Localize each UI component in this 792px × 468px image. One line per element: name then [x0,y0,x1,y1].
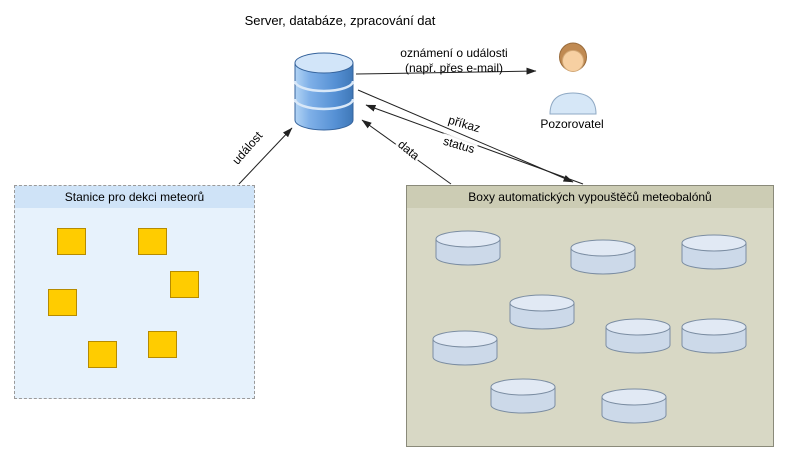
edge-status-label: status [439,133,479,157]
edge-command-label: příkaz [444,112,484,136]
meteor-detector-square [138,228,167,255]
meteor-detector-square [48,289,77,316]
meteor-detector-square [148,331,177,358]
balloon-launcher-cylinder [605,318,671,354]
meteor-detector-square [88,341,117,368]
balloon-launcher-cylinder [490,378,556,414]
database-icon [293,52,355,131]
notification-line1: oznámení o události [400,46,508,60]
meteor-detector-square [57,228,86,255]
edge-command-line [357,89,574,183]
notification-line2: (např. přes e-mail) [404,61,504,75]
balloon-launcher-cylinder [509,294,575,330]
station-box: Stanice pro dekci meteorů [14,185,255,399]
balloon-launcher-cylinder [570,239,636,275]
balloon-launcher-cylinder [432,330,498,366]
balloon-launcher-cylinder [681,318,747,354]
observer-label: Pozorovatel [540,117,604,131]
balloon-launcher-cylinder [681,234,747,270]
meteor-detector-square [170,271,199,298]
server-title: Server, databáze, zpracování dat [244,13,436,28]
balloon-launcher-cylinder [435,230,501,266]
launcher-box-title: Boxy automatických vypouštěčů meteobalón… [407,186,773,208]
balloon-launcher-cylinder [601,388,667,424]
edge-event-label: událost [228,127,267,169]
station-box-title: Stanice pro dekci meteorů [15,186,254,208]
launcher-box: Boxy automatických vypouštěčů meteobalón… [406,185,774,447]
observer-icon [549,42,597,115]
edge-data-label: data [393,135,424,165]
edge-notification-label: oznámení o události (např. přes e-mail) [372,46,536,76]
